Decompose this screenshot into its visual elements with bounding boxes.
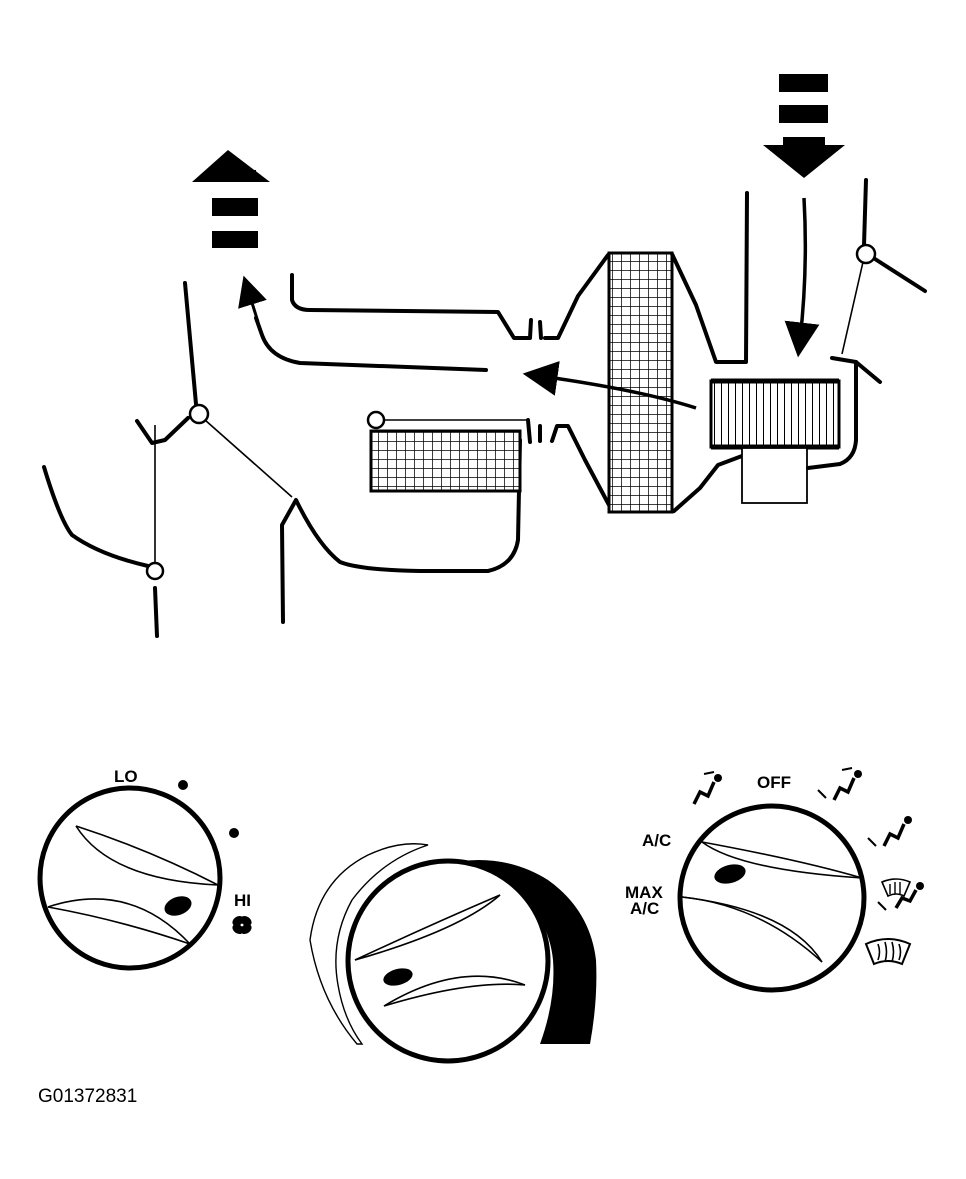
airflow-schematic <box>42 74 927 638</box>
center-partition <box>538 253 611 507</box>
outlet-airflow-arrow <box>192 150 270 248</box>
mode-max-label: MAX <box>625 883 663 902</box>
knob-pointer <box>164 896 192 916</box>
knob-pointer <box>714 864 746 884</box>
internal-flow-arrow <box>522 361 697 410</box>
floor-vent-icon <box>867 816 912 847</box>
temp-door-pivot <box>366 410 386 430</box>
outlet-duct <box>238 273 533 372</box>
inlet-airflow-arrow <box>763 74 845 178</box>
temperature-knob[interactable] <box>309 843 597 1064</box>
mode-door-pivot <box>188 403 210 425</box>
bi-level-vent-icon <box>817 767 862 801</box>
heater-core <box>366 410 532 493</box>
defrost-icon <box>864 938 912 966</box>
mode-max-ac-label: A/C <box>630 899 659 918</box>
recirc-door <box>841 178 927 355</box>
recirc-door-pivot <box>855 243 877 265</box>
blower-assembly <box>709 356 882 504</box>
blower-lo-label: LO <box>114 767 138 786</box>
inlet-flow-arrow <box>784 197 820 358</box>
speed-indicator-dot <box>229 828 239 838</box>
defrost-floor-icon <box>877 878 924 911</box>
blower-hi-label: HI <box>234 891 251 910</box>
mode-selector-knob[interactable] <box>677 803 867 993</box>
figure-id: G01372831 <box>38 1086 137 1107</box>
blend-door-pivot <box>145 561 165 581</box>
mode-off-label: OFF <box>757 773 791 792</box>
blower-speed-knob[interactable] <box>37 785 223 971</box>
evaporator-core <box>607 191 749 514</box>
blower-motor <box>741 447 808 504</box>
knob-pointer <box>383 968 413 986</box>
fan-icon <box>232 915 252 935</box>
panel-vent-icon <box>692 771 722 805</box>
warm-range-band <box>440 860 597 1044</box>
speed-indicator-dot <box>178 780 188 790</box>
left-duct-walls <box>42 281 522 638</box>
cool-range-band <box>309 843 429 1045</box>
mode-ac-label: A/C <box>642 831 671 850</box>
